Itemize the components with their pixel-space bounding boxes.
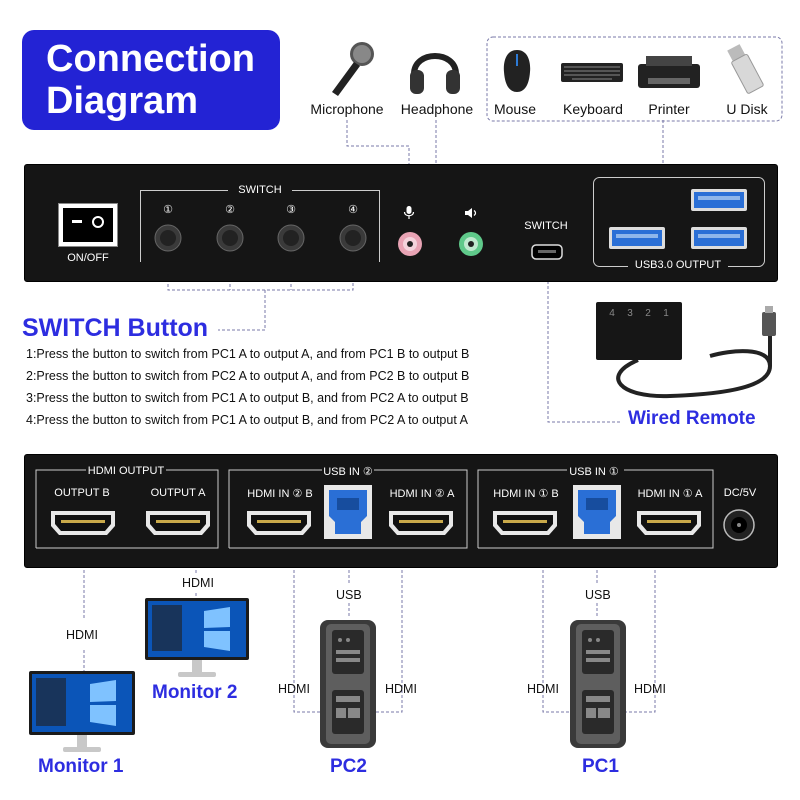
switch-button-4[interactable] <box>339 224 367 252</box>
pc-1-icon <box>570 620 626 748</box>
pc-2-icon <box>320 620 376 748</box>
pc-2-label: PC2 <box>330 756 367 777</box>
usb-label-pc2: USB <box>336 588 362 602</box>
switch-group-label: SWITCH <box>238 184 282 196</box>
usb-output-label: USB3.0 OUTPUT <box>628 259 728 271</box>
hdmi-in-2a-label: HDMI IN ② A <box>389 488 455 500</box>
usb-output-port-1[interactable] <box>608 226 666 250</box>
usb-disk-icon <box>727 44 764 94</box>
remote-port-label: SWITCH <box>524 220 568 232</box>
hdmi-label-pc2-b: HDMI <box>278 682 310 696</box>
hdmi-in-1b-label: HDMI IN ① B <box>493 488 559 500</box>
hdmi-in-2b-port[interactable] <box>246 510 312 536</box>
peripheral-label-keyboard: Keyboard <box>563 101 623 117</box>
switch-button-2[interactable] <box>216 224 244 252</box>
switch-2-number: ② <box>225 204 235 216</box>
monitor-2-label: Monitor 2 <box>152 682 238 703</box>
speaker-port-icon <box>465 208 477 218</box>
switch-1-number: ① <box>163 204 173 216</box>
switch-button-3[interactable] <box>277 224 305 252</box>
remote-key-2[interactable]: 2 <box>645 308 651 319</box>
headphone-jack[interactable] <box>457 230 485 258</box>
instruction-3: 3:Press the button to switch from PC1 A … <box>26 391 469 405</box>
instruction-2: 2:Press the button to switch from PC2 A … <box>26 369 470 383</box>
hdmi-in-2a-port[interactable] <box>388 510 454 536</box>
hdmi-output-label: HDMI OUTPUT <box>87 465 165 477</box>
monitor-2-icon <box>145 598 249 677</box>
hdmi-label-pc2-a: HDMI <box>385 682 417 696</box>
dc-label: DC/5V <box>723 487 757 499</box>
pc-1-label: PC1 <box>582 756 619 777</box>
hdmi-label-monitor1: HDMI <box>66 628 98 642</box>
hdmi-label-pc1-a: HDMI <box>634 682 666 696</box>
hdmi-output-b-port[interactable] <box>50 510 116 536</box>
monitor-1-icon <box>29 671 135 752</box>
mouse-icon <box>503 50 531 92</box>
usb-in-1-port[interactable] <box>572 484 622 540</box>
usb-output-port-3[interactable] <box>690 226 748 250</box>
mic-jack[interactable] <box>396 230 424 258</box>
peripheral-label-mouse: Mouse <box>493 101 537 117</box>
wired-remote[interactable] <box>596 302 682 360</box>
onoff-label: ON/OFF <box>67 252 109 264</box>
output-a-label: OUTPUT A <box>150 487 206 499</box>
remote-key-1[interactable]: 1 <box>663 308 669 319</box>
diagram-title: Connection Diagram <box>22 30 280 130</box>
switch-3-number: ③ <box>286 204 296 216</box>
switch-button-1[interactable] <box>154 224 182 252</box>
power-switch[interactable] <box>58 203 118 247</box>
hdmi-in-1a-label: HDMI IN ① A <box>637 488 703 500</box>
remote-key-4[interactable]: 4 <box>609 308 615 319</box>
wired-remote-label: Wired Remote <box>628 408 756 429</box>
peripheral-label-printer: Printer <box>648 101 690 117</box>
remote-key-3[interactable]: 3 <box>627 308 633 319</box>
peripheral-label-microphone: Microphone <box>310 101 384 117</box>
switch-button-heading: SWITCH Button <box>22 314 209 342</box>
usb-label-pc1: USB <box>585 588 611 602</box>
output-b-label: OUTPUT B <box>54 487 110 499</box>
hdmi-in-1b-port[interactable] <box>492 510 558 536</box>
usb-output-port-2[interactable] <box>690 188 748 212</box>
back-panel-frames <box>35 469 714 549</box>
dc-power-jack[interactable] <box>722 508 756 542</box>
wired-remote-cable <box>616 306 776 399</box>
keyboard-icon <box>561 63 623 82</box>
usb-in-2-label: USB IN ② <box>323 466 373 478</box>
hdmi-label-pc1-b: HDMI <box>527 682 559 696</box>
remote-port[interactable] <box>530 242 564 262</box>
switch-4-number: ④ <box>348 204 358 216</box>
headphone-icon <box>410 53 460 94</box>
switch-button-group-frame <box>140 190 380 262</box>
instruction-4: 4:Press the button to switch from PC1 A … <box>26 413 468 427</box>
peripheral-label-u-disk: U Disk <box>726 101 768 117</box>
hdmi-label-monitor2: HDMI <box>182 576 214 590</box>
hdmi-output-a-port[interactable] <box>145 510 211 536</box>
printer-icon <box>638 56 700 88</box>
instruction-1: 1:Press the button to switch from PC1 A … <box>26 347 470 361</box>
monitor-1-label: Monitor 1 <box>38 756 124 777</box>
hdmi-in-1a-port[interactable] <box>636 510 702 536</box>
title-line-2: Diagram <box>46 80 199 122</box>
hdmi-in-2b-label: HDMI IN ② B <box>247 488 313 500</box>
microphone-icon <box>332 42 374 96</box>
peripheral-label-headphone: Headphone <box>400 101 474 117</box>
usb-in-1-label: USB IN ① <box>569 466 619 478</box>
mic-port-icon <box>403 206 415 219</box>
usb-in-2-port[interactable] <box>323 484 373 540</box>
title-line-1: Connection <box>46 38 255 80</box>
